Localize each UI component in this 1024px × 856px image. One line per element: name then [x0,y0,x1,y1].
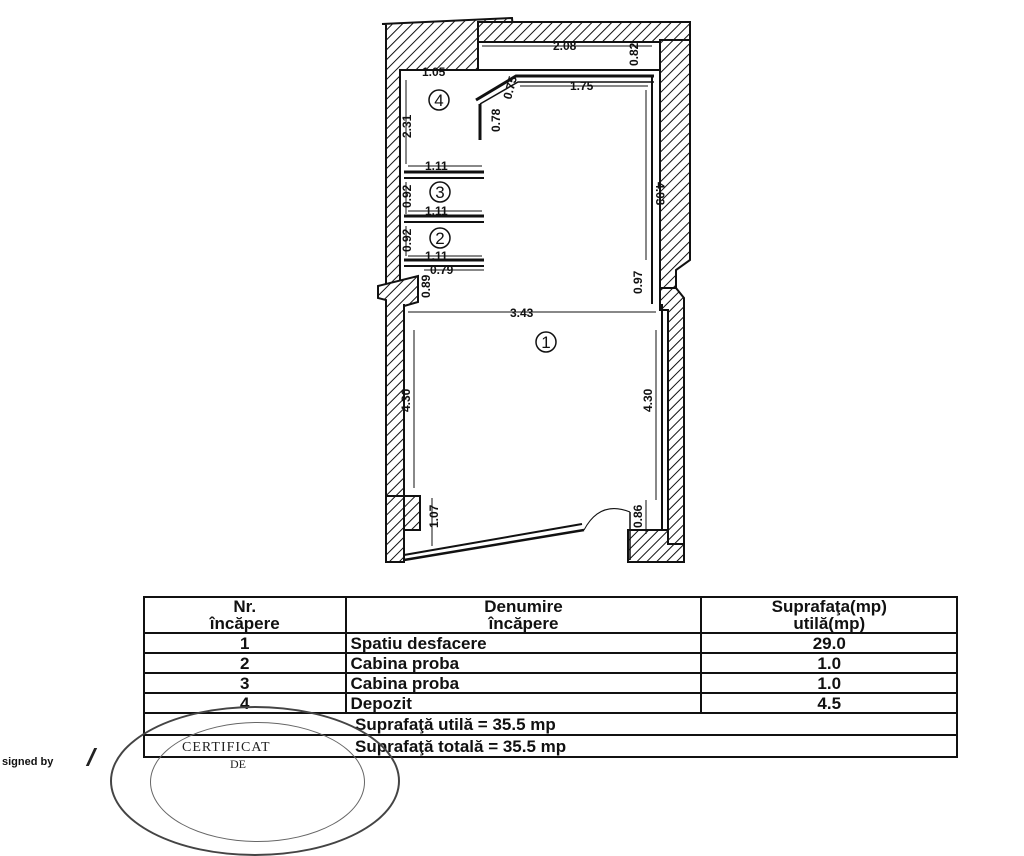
table-row: 2 Cabina proba 1.0 [143,652,958,674]
dim-0-92-b: 0.92 [400,228,414,252]
room-2-label: 2 [435,229,444,248]
dimension-lines [405,45,657,546]
header-nr: Nr. încăpere [143,596,347,634]
dim-0-89: 0.89 [419,274,433,298]
room-4-circle [428,89,450,111]
dim-0-79: 0.79 [430,263,454,277]
dim-1-05: 1.05 [422,65,446,79]
dim-0-92-a: 0.92 [400,184,414,208]
wall-right-lower [659,287,685,545]
dim-1-07: 1.07 [427,504,441,528]
header-name: Denumire încăpere [344,596,703,634]
table-row: 3 Cabina proba 1.0 [143,672,958,694]
dim-3-43: 3.43 [510,306,534,320]
dim-0-86: 0.86 [631,504,645,528]
dimension-labels: 2.08 0.82 1.05 1.75 0.75 0.78 2.31 4.03 … [399,39,667,528]
dim-1-75: 1.75 [570,79,594,93]
signed-by-label: signed by [2,756,54,768]
room-1-label: 1 [541,333,550,352]
room-markers [428,89,557,353]
dim-1-11-c: 1.11 [425,249,448,263]
dim-2-08: 2.08 [553,39,577,53]
wall-top-right [477,21,691,43]
dim-1-11-a: 1.11 [425,159,448,173]
stamp-text-de: DE [230,757,246,771]
signature-mark-icon [85,748,98,766]
dim-0-97: 0.97 [631,270,645,294]
dim-0-78: 0.78 [489,108,503,132]
table-header-row: Nr. încăpere Denumire încăpere Suprafaţa… [143,596,958,634]
interior-lines [399,69,663,562]
wall-right-upper [659,39,691,291]
room-4-label: 4 [434,91,443,110]
dim-0-75: 0.75 [500,74,520,100]
room-1-circle [535,331,557,353]
dim-1-11-b: 1.11 [425,204,448,218]
room-3-circle [429,181,451,203]
dim-4-03: 4.03 [653,182,667,206]
table-row: 1 Spatiu desfacere 29.0 [143,632,958,654]
stamp-text-certificat: CERTIFICAT [182,740,271,755]
header-area: Suprafaţa(mp) utilă(mp) [700,596,958,634]
wall-left-step [377,274,419,501]
dim-2-31: 2.31 [400,114,414,138]
room-numbers: 1 2 3 4 [434,91,550,352]
table-row: 4 Depozit 4.5 [143,692,958,714]
dim-4-30-left: 4.30 [399,388,413,412]
floor-plan: 2.08 0.82 1.05 1.75 0.75 0.78 2.31 4.03 … [377,16,691,563]
dim-4-30-right: 4.30 [641,388,655,412]
wall-bottom-right [627,529,685,563]
room-2-circle [429,227,451,249]
room-3-label: 3 [435,183,444,202]
dim-0-82: 0.82 [627,42,641,66]
